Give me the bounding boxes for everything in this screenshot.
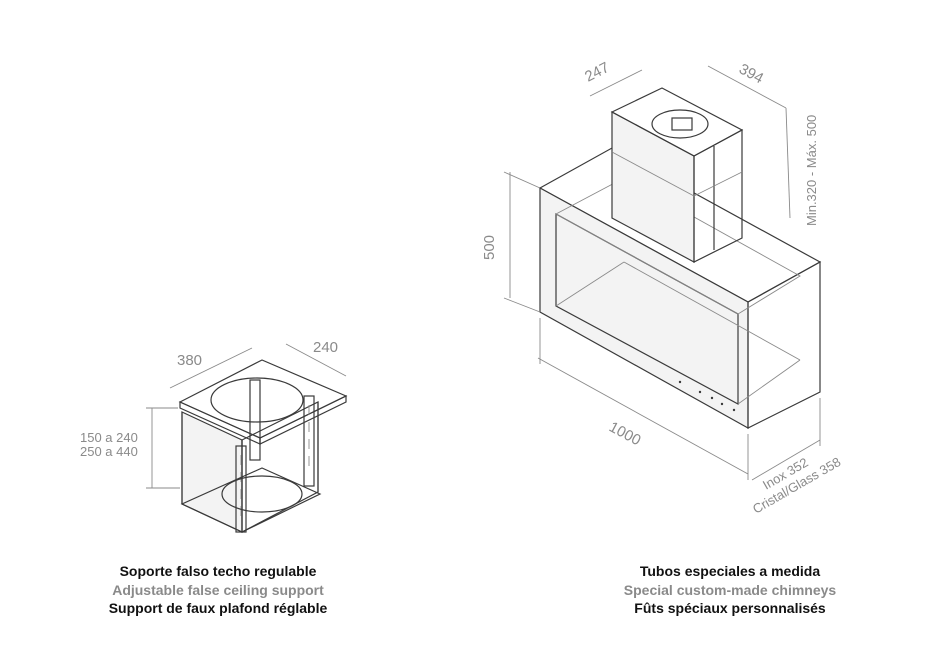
chimney-caption: Tubos especiales a medida Special custom… [580,562,880,618]
support-height-label-1: 150 a 240 [80,430,138,445]
support-width-label: 380 [177,352,202,369]
ceiling-support-drawing [146,343,348,533]
support-height-label-2: 250 a 440 [80,444,138,459]
support-caption: Soporte falso techo regulable Adjustable… [68,562,368,618]
chimney-height-label: Min.320 - Máx. 500 [804,115,819,226]
body-width-label: 1000 [606,419,643,450]
support-depth-label: 240 [313,339,338,356]
hood-drawing [503,65,822,481]
chimney-caption-fr: Fûts spéciaux personnalisés [634,600,826,616]
body-height-label: 500 [481,235,498,260]
chimney-depth-label: 247 [582,59,612,86]
support-caption-fr: Support de faux plafond réglable [108,600,328,616]
chimney-caption-en: Special custom-made chimneys [623,581,837,598]
support-caption-en: Adjustable false ceiling support [112,581,324,598]
support-caption-es: Soporte falso techo regulable [119,563,317,579]
chimney-caption-es: Tubos especiales a medida [639,563,821,579]
